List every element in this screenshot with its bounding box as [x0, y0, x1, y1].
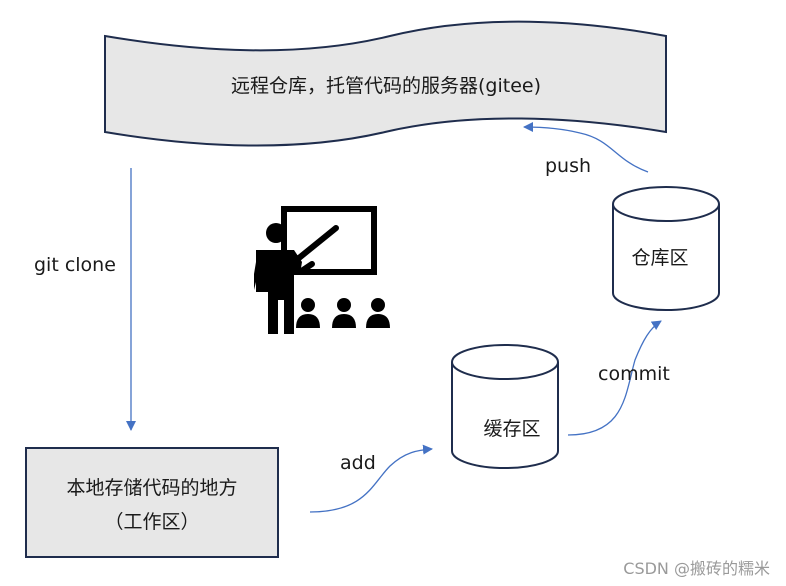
teacher-presentation-icon — [254, 206, 390, 334]
git-clone-label: git clone — [34, 254, 116, 276]
staging-cylinder-body — [451, 362, 559, 469]
repository-cylinder-body — [612, 204, 720, 311]
git-clone-edge: git clone — [34, 168, 136, 431]
push-arrow — [523, 122, 649, 173]
staging-area: 缓存区 — [451, 344, 559, 469]
remote-repository: 远程仓库，托管代码的服务器(gitee) — [104, 20, 667, 147]
watermark: CSDN @搬砖的糯米 — [623, 559, 770, 578]
local-workspace-sublabel: （工作区） — [104, 511, 199, 533]
commit-arrow — [567, 320, 662, 436]
repository-area: 仓库区 — [612, 186, 720, 311]
remote-repository-shape — [104, 20, 667, 147]
add-edge: add — [309, 444, 433, 513]
repository-cylinder-top — [612, 186, 720, 222]
push-label: push — [545, 155, 591, 177]
local-workspace-label: 本地存储代码的地方 — [66, 477, 237, 499]
local-workspace-box — [25, 447, 279, 558]
commit-edge: commit — [567, 320, 670, 436]
push-edge: push — [523, 122, 649, 177]
remote-repository-label: 远程仓库，托管代码的服务器(gitee) — [231, 75, 541, 97]
local-workspace: 本地存储代码的地方 （工作区） — [25, 447, 279, 558]
commit-label: commit — [598, 363, 670, 385]
add-label: add — [340, 452, 376, 474]
staging-area-label: 缓存区 — [483, 418, 540, 440]
add-arrow — [309, 444, 433, 513]
repository-area-label: 仓库区 — [631, 247, 688, 269]
staging-cylinder-top — [451, 344, 559, 380]
